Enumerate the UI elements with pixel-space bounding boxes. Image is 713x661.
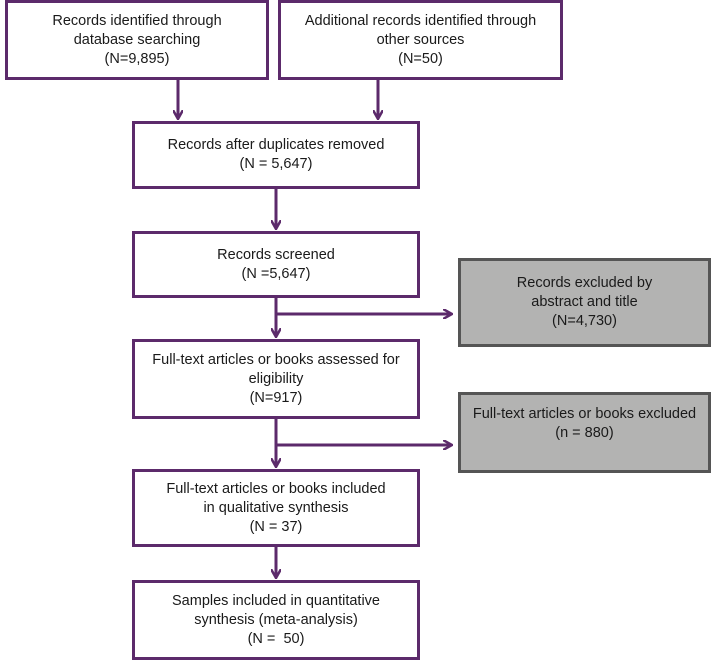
box-count: (N=50) xyxy=(398,50,443,67)
box-records-screened: Records screened (N =5,647) xyxy=(132,231,420,298)
box-count: (N=4,730) xyxy=(552,313,617,329)
box-quantitative-synthesis: Samples included in quantitative synthes… xyxy=(132,580,420,660)
box-text: other sources xyxy=(376,31,465,48)
box-qualitative-synthesis: Full-text articles or books included in … xyxy=(132,469,420,547)
box-excluded-abstract-title: Records excluded by abstract and title (… xyxy=(458,258,711,347)
box-count: (N=9,895) xyxy=(104,50,170,67)
box-text: Records identified through xyxy=(52,12,222,29)
box-text: Full-text articles or books assessed for xyxy=(152,351,400,368)
box-text: Records after duplicates removed xyxy=(167,137,385,153)
box-text: Records excluded by xyxy=(516,275,653,291)
box-text: in qualitative synthesis xyxy=(203,499,349,516)
box-text: abstract and title xyxy=(531,294,638,310)
box-text: Records screened xyxy=(217,246,335,263)
box-count: (N = 37) xyxy=(249,518,303,535)
box-additional-records: Additional records identified through ot… xyxy=(278,0,563,80)
box-text: Full-text articles or books included xyxy=(166,480,386,497)
box-text: Samples included in quantitative xyxy=(172,592,380,609)
box-count: (N = 50) xyxy=(247,630,305,647)
box-duplicates-removed: Records after duplicates removed (N = 5,… xyxy=(132,121,420,189)
box-database-searching: Records identified through database sear… xyxy=(5,0,269,80)
box-text: Full-text articles or books excluded xyxy=(472,406,697,422)
box-fulltext-excluded: Full-text articles or books excluded (n … xyxy=(458,392,711,473)
box-count: (N =5,647) xyxy=(241,265,311,282)
box-count: (N = 5,647) xyxy=(239,156,313,172)
box-text: database searching xyxy=(73,31,201,48)
box-fulltext-assessed: Full-text articles or books assessed for… xyxy=(132,339,420,419)
box-text: synthesis (meta-analysis) xyxy=(194,611,358,628)
box-count: (n = 880) xyxy=(555,425,614,441)
box-text: eligibility xyxy=(248,370,304,387)
box-text: Additional records identified through xyxy=(304,12,537,29)
box-count: (N=917) xyxy=(249,389,303,406)
